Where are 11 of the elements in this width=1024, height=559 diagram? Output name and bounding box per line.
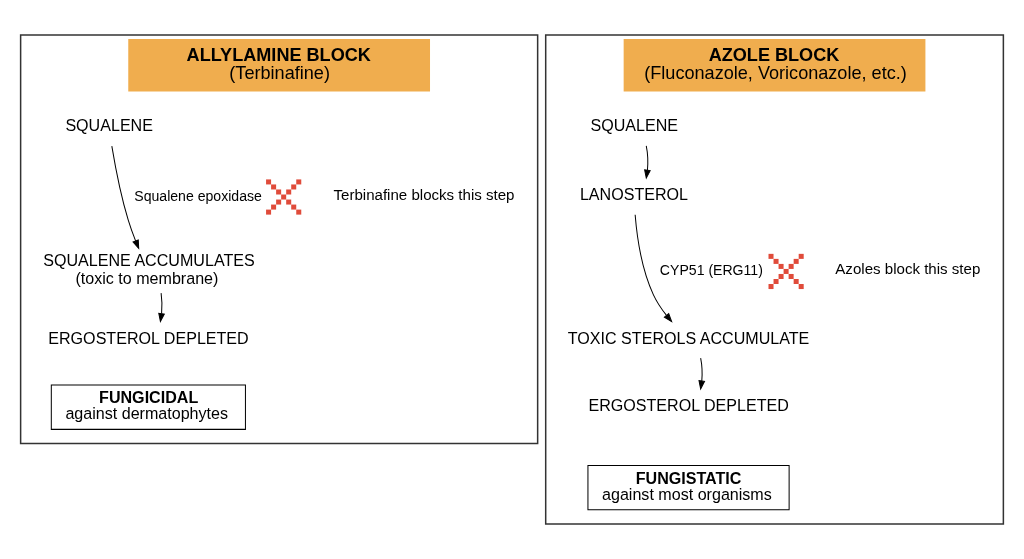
- edge-label: CYP51 (ERG11): [659, 262, 763, 279]
- node-text: ERGOSTEROL DEPLETED: [48, 328, 249, 347]
- node-text: ERGOSTEROL DEPLETED: [588, 396, 789, 415]
- node-text: SQUALENE ACCUMULATES (toxic to membrane): [43, 250, 255, 287]
- node-text: SQUALENE: [590, 116, 679, 135]
- label: Terbinafine blocks this step: [333, 186, 515, 204]
- edge-label: Squalene epoxidase: [134, 187, 262, 204]
- node-text: LANOSTEROL: [579, 185, 689, 204]
- node-text: SQUALENE: [65, 116, 153, 135]
- node-text: TOXIC STEROLS ACCUMULATE: [567, 328, 810, 347]
- label: Azoles block this step: [835, 260, 981, 278]
